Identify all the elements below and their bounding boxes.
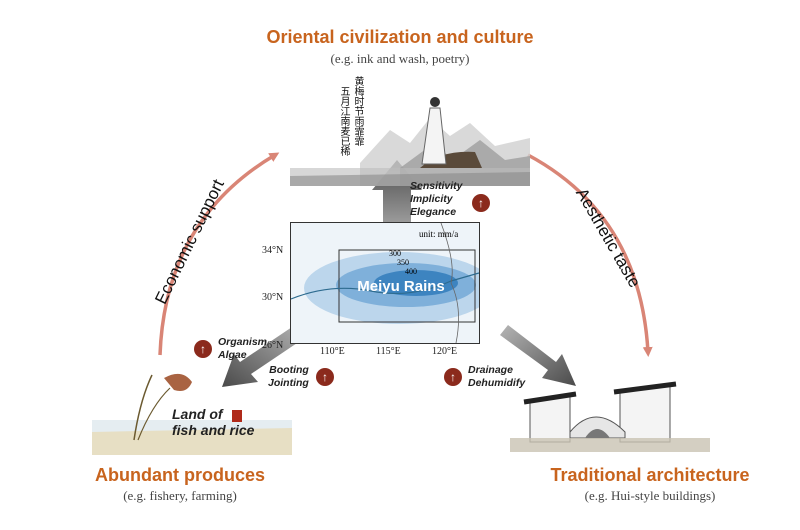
scholar-figure bbox=[421, 107, 447, 165]
hui-buildings-illustration bbox=[510, 381, 710, 452]
up-arrow-icon: ↑ bbox=[472, 194, 490, 212]
effect-booting: Booting bbox=[269, 364, 309, 376]
up-arrow-icon: ↑ bbox=[316, 368, 334, 386]
ytick-30: 30°N bbox=[262, 292, 284, 303]
rice-stalk bbox=[133, 374, 153, 441]
culture-effects: Sensitivity Implicity Elegance bbox=[410, 180, 463, 219]
right-gray-arrow bbox=[500, 325, 576, 386]
economic-support-arrow bbox=[158, 152, 280, 356]
meiyu-rains-label: Meiyu Rains bbox=[357, 278, 445, 295]
effect-drainage: Drainage bbox=[468, 364, 513, 376]
produces-subtitle: (e.g. fishery, farming) bbox=[123, 488, 237, 503]
effect-organism: Organism bbox=[218, 336, 268, 348]
effect-algae: Algae bbox=[218, 349, 247, 361]
shrimp-icon bbox=[164, 373, 192, 391]
contour-400: 400 bbox=[405, 267, 417, 276]
seal-stamp bbox=[232, 410, 242, 422]
architecture-title: Traditional architecture bbox=[550, 465, 750, 485]
unit-label: unit: mm/a bbox=[419, 229, 459, 239]
organism-effects: Organism Algae bbox=[218, 336, 267, 362]
contour-300: 300 bbox=[389, 249, 401, 258]
effect-jointing: Jointing bbox=[268, 377, 309, 389]
meiyu-rain-map: Meiyu Rains unit: mm/a 300 350 400 bbox=[290, 222, 480, 344]
up-arrow-icon: ↑ bbox=[444, 368, 462, 386]
culture-subtitle: (e.g. ink and wash, poetry) bbox=[330, 51, 470, 66]
ytick-34: 34°N bbox=[262, 245, 284, 256]
culture-title: Oriental civilization and culture bbox=[266, 27, 534, 47]
architecture-effects: Drainage Dehumidify bbox=[468, 364, 525, 390]
left-gray-arrow bbox=[222, 325, 306, 387]
land-line1: Land of bbox=[172, 406, 223, 422]
land-badge: Land of fish and rice bbox=[172, 406, 254, 438]
aesthetic-taste-arrow bbox=[527, 153, 653, 357]
effect-elegance: Elegance bbox=[410, 206, 457, 218]
stone-bridge bbox=[569, 416, 626, 439]
fish-rice-illustration bbox=[92, 373, 292, 455]
xtick-115: 115°E bbox=[376, 346, 401, 357]
poem-column-2: 五月江南麦已稀 bbox=[338, 86, 349, 156]
fish-rice-scene: Land of fish and rice bbox=[92, 360, 292, 455]
contour-350: 350 bbox=[397, 258, 409, 267]
rain-contours bbox=[291, 223, 479, 343]
effect-implicity: Implicity bbox=[410, 193, 453, 205]
xtick-120: 120°E bbox=[432, 346, 458, 357]
produces-title: Abundant produces bbox=[95, 465, 265, 485]
ink-wash-landscape bbox=[290, 97, 530, 186]
ytick-26: 26°N bbox=[262, 340, 284, 351]
farming-effects: Booting Jointing bbox=[268, 364, 309, 390]
land-line2: fish and rice bbox=[172, 422, 255, 438]
effect-sensitivity: Sensitivity bbox=[410, 180, 463, 192]
xtick-110: 110°E bbox=[320, 346, 345, 357]
poem-column-1: 黄梅时节雨霏霏 bbox=[352, 76, 363, 146]
hui-architecture-scene bbox=[510, 372, 710, 452]
architecture-subtitle: (e.g. Hui-style buildings) bbox=[584, 488, 716, 503]
poem-col1: 黄梅时节雨霏霏 bbox=[352, 76, 363, 146]
poem-col2: 五月江南麦已稀 bbox=[338, 86, 349, 156]
ink-wash-scene: 黄梅时节雨霏霏 五月江南麦已稀 bbox=[290, 68, 530, 186]
up-arrow-icon: ↑ bbox=[194, 340, 212, 358]
effect-dehumidify: Dehumidify bbox=[468, 377, 526, 389]
